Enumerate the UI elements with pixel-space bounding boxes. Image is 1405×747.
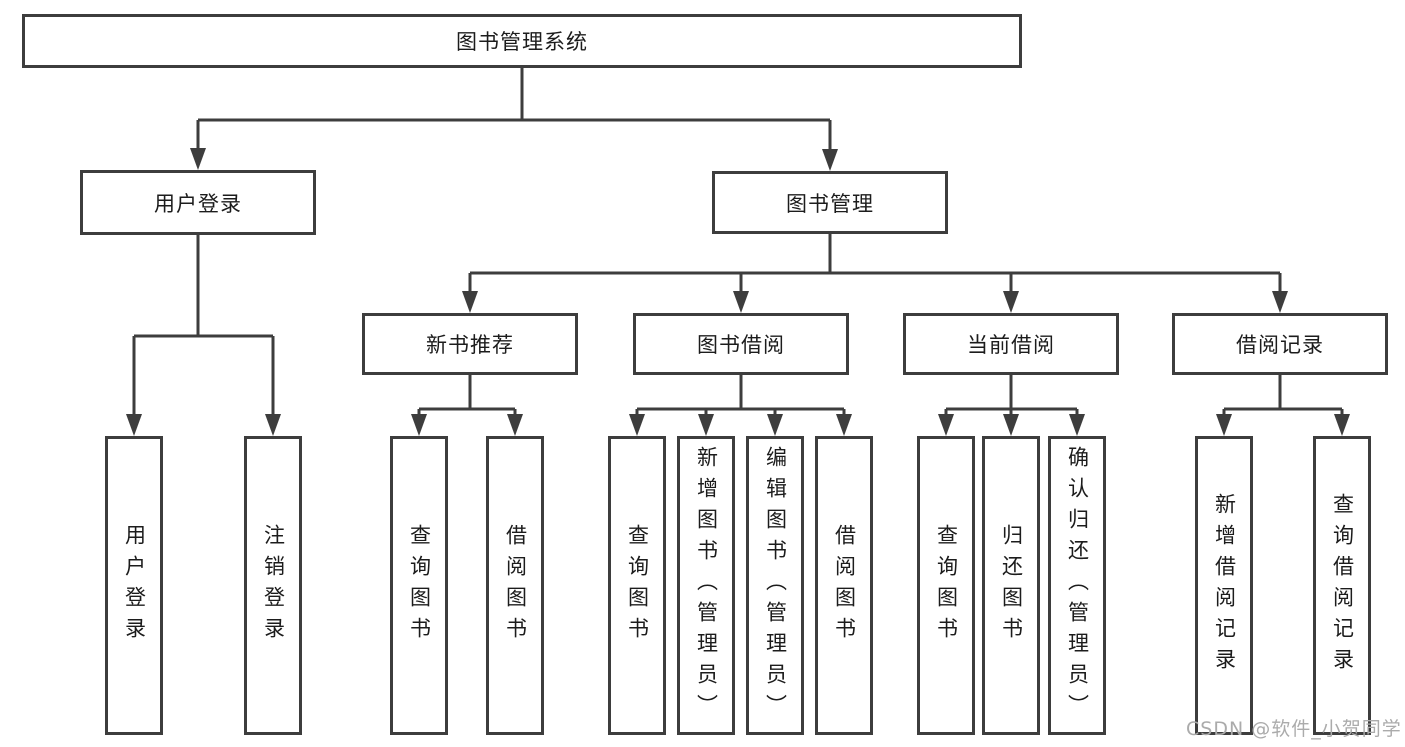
node-label: 用户登录 xyxy=(122,523,147,648)
leaf-current-confirm-return-admin: 确认归还（管理员） xyxy=(1048,436,1106,735)
node-label: 图书管理 xyxy=(786,191,874,216)
node-label: 查询图书 xyxy=(625,523,650,648)
leaf-borrowing-query-books: 查询图书 xyxy=(608,436,666,735)
node-label: 借阅记录 xyxy=(1236,333,1324,357)
node-label: 新增图书（管理员） xyxy=(694,446,719,725)
leaf-current-query-books: 查询图书 xyxy=(917,436,975,735)
node-label: 借阅图书 xyxy=(503,523,528,648)
leaf-borrowing-add-books-admin: 新增图书（管理员） xyxy=(677,436,735,735)
node-book-management: 图书管理 xyxy=(712,171,948,234)
node-label: 图书借阅 xyxy=(697,333,785,357)
node-label: 查询图书 xyxy=(934,523,959,648)
node-label: 新书推荐 xyxy=(426,333,514,357)
node-label: 用户登录 xyxy=(154,191,242,216)
node-user-login: 用户登录 xyxy=(80,170,316,235)
node-label: 借阅图书 xyxy=(832,523,857,648)
node-label: 查询借阅记录 xyxy=(1330,492,1355,679)
node-library-management-system: 图书管理系统 xyxy=(22,14,1022,68)
leaf-newbook-query-books: 查询图书 xyxy=(390,436,448,735)
node-label: 编辑图书（管理员） xyxy=(763,446,788,725)
leaf-logout: 注销登录 xyxy=(244,436,302,735)
leaf-borrowing-edit-books-admin: 编辑图书（管理员） xyxy=(746,436,804,735)
node-label: 新增借阅记录 xyxy=(1212,492,1237,679)
node-book-borrowing: 图书借阅 xyxy=(633,313,849,375)
leaf-records-query-borrow-record: 查询借阅记录 xyxy=(1313,436,1371,735)
leaf-current-return-books: 归还图书 xyxy=(982,436,1040,735)
node-label: 图书管理系统 xyxy=(456,30,588,54)
leaf-user-login: 用户登录 xyxy=(105,436,163,735)
leaf-newbook-borrow-books: 借阅图书 xyxy=(486,436,544,735)
node-label: 查询图书 xyxy=(407,523,432,648)
leaf-records-add-borrow-record: 新增借阅记录 xyxy=(1195,436,1253,735)
csdn-watermark: CSDN @软件_小贺同学 xyxy=(1186,718,1402,740)
node-label: 注销登录 xyxy=(261,523,286,648)
leaf-borrowing-borrow-books: 借阅图书 xyxy=(815,436,873,735)
node-label: 确认归还（管理员） xyxy=(1065,446,1090,725)
node-label: 当前借阅 xyxy=(967,333,1055,357)
node-borrowing-records: 借阅记录 xyxy=(1172,313,1388,375)
node-label: 归还图书 xyxy=(999,523,1024,648)
node-new-book-recommend: 新书推荐 xyxy=(362,313,578,375)
node-current-borrowing: 当前借阅 xyxy=(903,313,1119,375)
